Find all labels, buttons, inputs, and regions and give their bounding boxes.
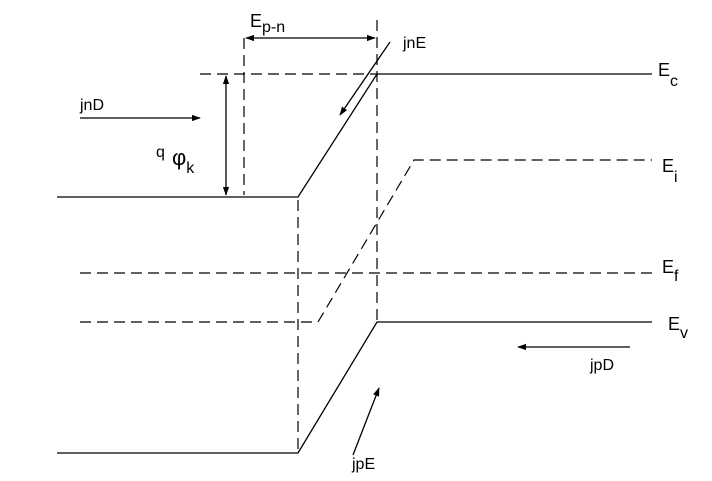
ef-main: E bbox=[662, 257, 674, 277]
ef-label: Ef bbox=[662, 257, 679, 285]
ev-main: E bbox=[668, 314, 680, 334]
ei-sub: i bbox=[674, 169, 678, 186]
ef-sub: f bbox=[674, 268, 679, 285]
jpe-label: jpE bbox=[351, 456, 375, 473]
ep-n-sub: p-n bbox=[262, 19, 285, 36]
barrier-q-label: q bbox=[156, 144, 165, 161]
jpe-arrow bbox=[352, 387, 380, 456]
jne-label: jnE bbox=[402, 35, 426, 52]
jnd-label: jnD bbox=[79, 97, 104, 114]
ep-n-label: Ep-n bbox=[250, 11, 285, 36]
valence-band-line bbox=[57, 321, 652, 454]
ei-label: Ei bbox=[662, 156, 678, 186]
jpd-label: jpD bbox=[589, 357, 614, 374]
ec-sub: c bbox=[670, 73, 678, 90]
ec-main: E bbox=[658, 60, 670, 80]
phi-main: φ bbox=[172, 145, 186, 170]
conduction-band-line bbox=[57, 73, 652, 198]
ec-label: Ec bbox=[658, 60, 678, 90]
phi-sub: k bbox=[186, 160, 195, 177]
ev-label: Ev bbox=[668, 314, 688, 342]
barrier-phi-label: φk bbox=[172, 145, 195, 177]
ei-main: E bbox=[662, 156, 674, 176]
ev-sub: v bbox=[680, 325, 688, 342]
jne-arrow bbox=[339, 41, 391, 116]
ep-n-main: E bbox=[250, 11, 262, 31]
intrinsic-level-line bbox=[80, 159, 652, 323]
